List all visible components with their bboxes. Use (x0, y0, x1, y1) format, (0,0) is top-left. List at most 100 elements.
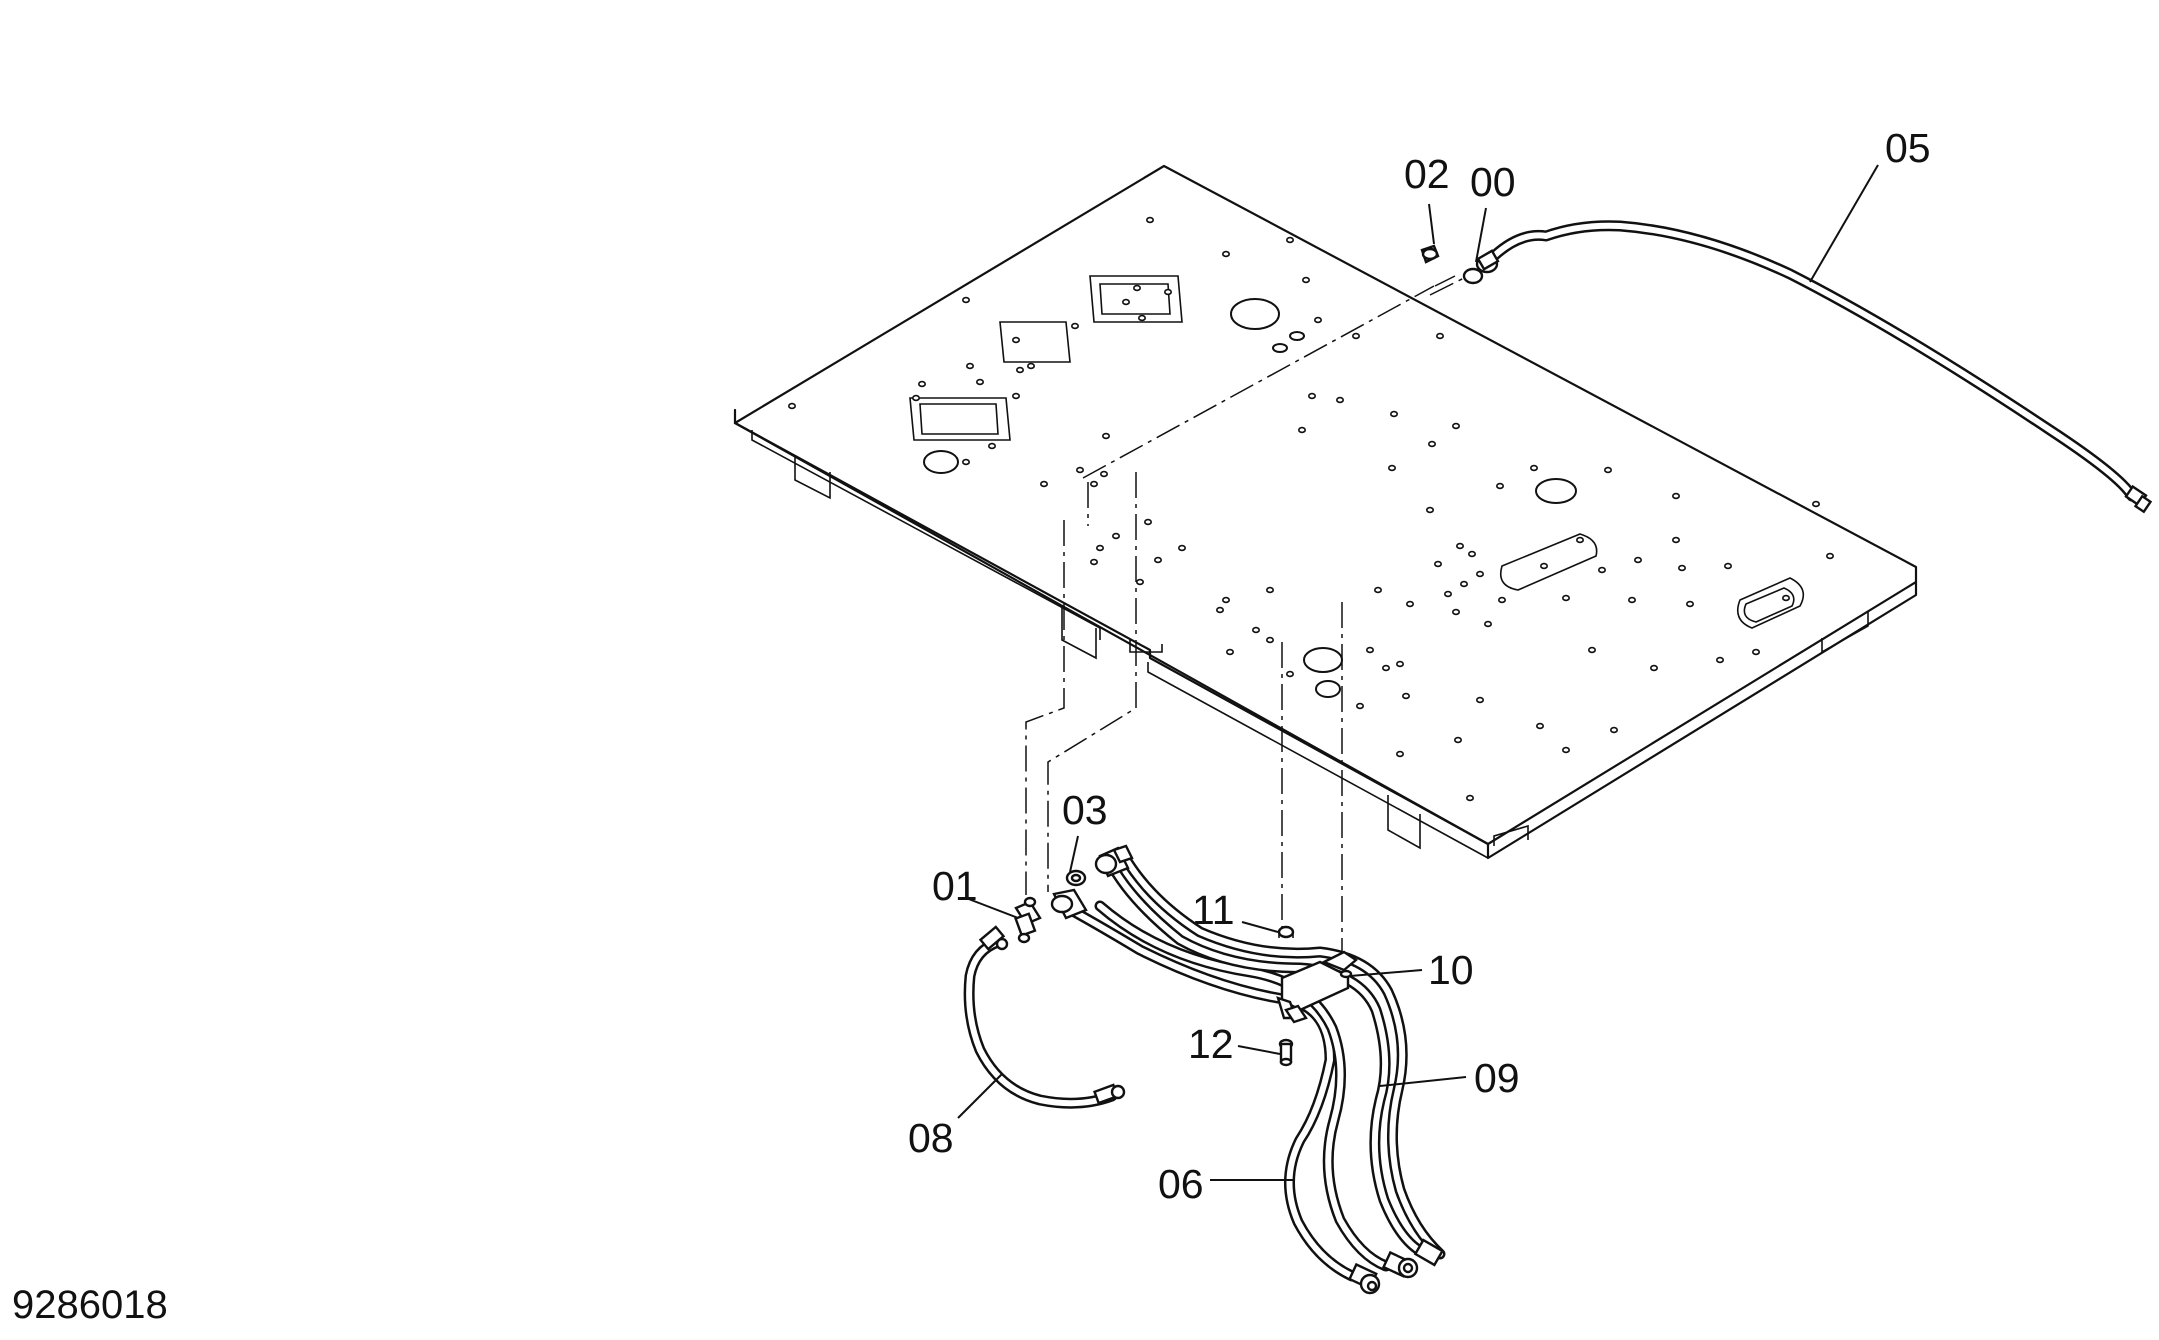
bolt-hole (1102, 432, 1111, 440)
bolt-hole (1352, 332, 1361, 340)
bolt-hole (1178, 544, 1187, 552)
bolt-hole (1634, 556, 1643, 564)
plate-bolt-holes (787, 216, 1835, 802)
bolt-hole (1011, 336, 1020, 344)
leader-00 (1475, 207, 1487, 263)
nut-11 (1277, 925, 1295, 939)
bolt-hole (1436, 332, 1445, 340)
bolt-hole (1562, 746, 1571, 754)
bolt-hole (1015, 366, 1024, 374)
bolt-hole (1122, 298, 1131, 306)
floor-plate (733, 164, 1918, 860)
bolt-hole (1402, 692, 1411, 700)
bolt-hole (1302, 276, 1311, 284)
bolt-hole (1314, 316, 1323, 324)
bolt-hole (1138, 314, 1147, 322)
bolt-hole (1724, 562, 1733, 570)
bolt-hole (1562, 594, 1571, 602)
bolt-hole (1454, 736, 1463, 744)
plate-right-edge (1486, 580, 1918, 860)
bolt-hole (787, 402, 796, 410)
bolt-hole (1452, 422, 1461, 430)
bolt-hole (1672, 536, 1681, 544)
callout-labels: 00 01 02 03 05 06 08 09 10 11 12 (908, 125, 1931, 1207)
bolt-hole (1812, 500, 1821, 508)
hose-09b (1118, 850, 1446, 1260)
bolt-hole (1011, 392, 1020, 400)
hose-08 (963, 925, 1126, 1109)
bolt-hole (1588, 646, 1597, 654)
bolt-12 (1278, 1038, 1294, 1067)
bolt-hole (965, 362, 974, 370)
bolt-hole (1576, 536, 1585, 544)
bolt-hole (1406, 600, 1415, 608)
bolt-hole (1286, 670, 1295, 678)
bolt-hole (1716, 656, 1725, 664)
bolt-hole (1266, 586, 1275, 594)
leader-10 (1349, 969, 1423, 977)
bolt-hole (1686, 600, 1695, 608)
bolt-hole (1356, 702, 1365, 710)
leader-08 (957, 1073, 1003, 1119)
callout-00: 00 (1470, 159, 1516, 205)
bolt-hole (1112, 532, 1121, 540)
bolt-hole (1164, 288, 1173, 296)
bolt-hole (1374, 586, 1383, 594)
bolt-hole (1222, 250, 1231, 258)
bolt-hole (1071, 322, 1080, 330)
bolt-hole (1382, 664, 1391, 672)
clamp-10 (1276, 950, 1359, 1024)
hose-06b (1094, 900, 1392, 1272)
plate-cutouts (909, 275, 1805, 629)
callout-06: 06 (1158, 1161, 1204, 1207)
bolt-hole (1456, 542, 1465, 550)
bolt-hole (1222, 596, 1231, 604)
bolt-hole (1426, 506, 1435, 514)
hose-05 (1488, 220, 2153, 514)
bolt-hole (911, 394, 920, 402)
fitting-03 (1065, 869, 1087, 887)
bolt-hole (975, 378, 984, 386)
bolt-hole (1444, 590, 1453, 598)
bolt-hole (1266, 636, 1275, 644)
bolt-hole (1226, 648, 1235, 656)
leader-02 (1428, 203, 1435, 245)
bolt-hole (1540, 562, 1549, 570)
bolt-hole (961, 296, 970, 304)
bolt-hole (1672, 492, 1681, 500)
bolt-hole (1468, 550, 1477, 558)
bolt-hole (1252, 626, 1261, 634)
callout-08: 08 (908, 1115, 954, 1161)
bolt-hole (1390, 410, 1399, 418)
bolt-hole (1308, 392, 1317, 400)
bolt-hole (1136, 578, 1145, 586)
bolt-hole (1530, 464, 1539, 472)
bolt-hole (1650, 664, 1659, 672)
bolt-hole (1782, 594, 1791, 602)
tee-fitting-01 (1014, 896, 1042, 944)
bolt-hole (987, 442, 996, 450)
fitting-02 (1420, 244, 1440, 264)
bolt-hole (1496, 482, 1505, 490)
bolt-hole (1452, 608, 1461, 616)
fitting-00 (1462, 249, 1500, 285)
callout-05: 05 (1885, 125, 1931, 171)
bolt-hole (1826, 552, 1835, 560)
projection-lines (1025, 274, 1471, 968)
bolt-hole (1598, 566, 1607, 574)
callout-02: 02 (1404, 151, 1450, 197)
bolt-hole (1434, 560, 1443, 568)
bolt-hole (1460, 580, 1469, 588)
callout-11: 11 (1192, 887, 1235, 933)
callout-01: 01 (932, 863, 978, 909)
bolt-hole (1752, 648, 1761, 656)
bolt-hole (1610, 726, 1619, 734)
callout-10: 10 (1428, 947, 1474, 993)
callout-09: 09 (1474, 1055, 1520, 1101)
bolt-hole (1604, 466, 1613, 474)
bolt-hole (1388, 464, 1397, 472)
bolt-hole (1628, 596, 1637, 604)
bolt-hole (1286, 236, 1295, 244)
bolt-hole (1396, 660, 1405, 668)
